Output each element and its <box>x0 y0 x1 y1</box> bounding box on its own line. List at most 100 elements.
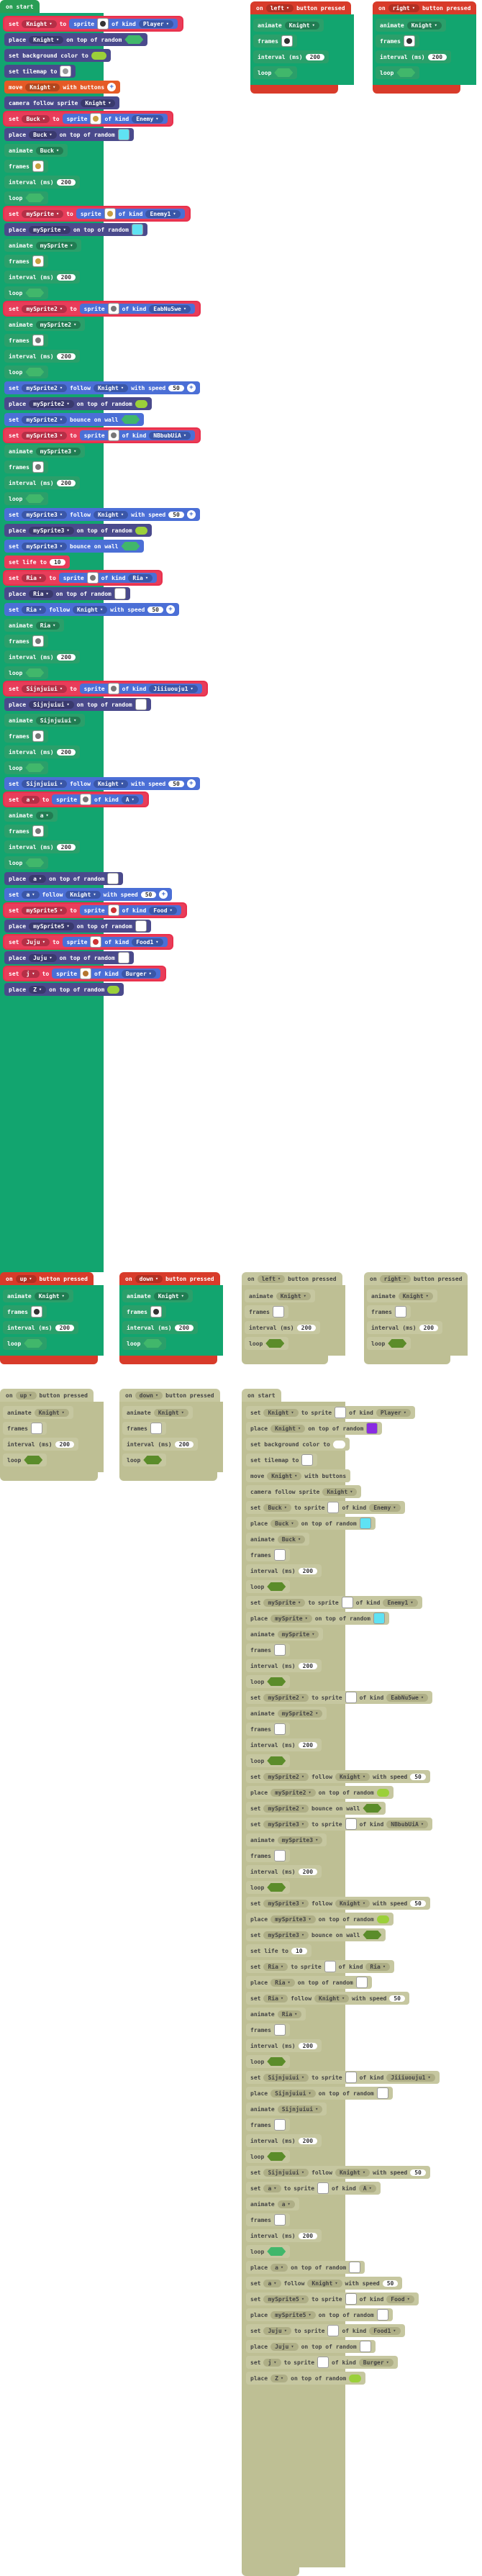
frames-icon[interactable] <box>30 1423 42 1434</box>
loop-toggle[interactable] <box>25 289 45 297</box>
interval-row[interactable]: interval (ms)200 <box>246 2039 322 2052</box>
loop-row[interactable]: loop <box>4 666 49 679</box>
frames-icon[interactable] <box>32 335 44 346</box>
loop-row[interactable]: loop <box>246 2150 291 2163</box>
interval-row[interactable]: interval (ms)200 <box>253 50 329 63</box>
mysprite-icon[interactable] <box>104 208 116 219</box>
loop-row[interactable]: loop <box>245 1337 289 1350</box>
frames-icon[interactable] <box>403 35 415 47</box>
burger-sprite-icon[interactable] <box>80 968 92 979</box>
interval-row[interactable]: interval (ms)200 <box>246 1564 322 1577</box>
loop-toggle[interactable] <box>25 763 45 772</box>
frames-icon[interactable] <box>281 35 293 47</box>
set-bg-color-block[interactable]: set background color to <box>4 49 112 62</box>
frames-row[interactable]: frames <box>3 1305 47 1318</box>
interval-row[interactable]: interval (ms)200 <box>4 840 81 853</box>
bounce-toggle[interactable] <box>121 415 140 424</box>
frames-icon[interactable] <box>150 1423 162 1434</box>
loop-row[interactable]: loop <box>4 856 49 869</box>
frames-icon[interactable] <box>32 635 44 647</box>
burger-sprite-icon[interactable] <box>317 2357 329 2368</box>
loop-toggle[interactable] <box>274 68 294 77</box>
sijn-sprite-icon[interactable] <box>345 2072 357 2083</box>
frames-row[interactable]: frames <box>253 35 297 47</box>
frames-row[interactable]: frames <box>4 160 48 173</box>
frames-icon[interactable] <box>273 1723 286 1735</box>
frames-icon[interactable] <box>273 1549 286 1561</box>
a-sprite-icon[interactable] <box>80 794 92 805</box>
frames-icon[interactable] <box>30 1306 42 1318</box>
frames-icon[interactable] <box>32 160 44 172</box>
knight-sprite-icon[interactable] <box>97 18 109 30</box>
tile-icon[interactable] <box>349 2262 361 2273</box>
tile-green-icon[interactable] <box>107 985 120 994</box>
mysprite-icon[interactable] <box>341 1597 353 1608</box>
frames-icon[interactable] <box>32 825 44 837</box>
sijn-sprite-icon[interactable] <box>107 683 119 694</box>
frames-row[interactable]: frames <box>246 1723 290 1736</box>
loop-row[interactable]: loop <box>3 1337 47 1350</box>
tile-icon[interactable] <box>135 920 147 932</box>
interval-row[interactable]: interval (ms)200 <box>4 745 81 758</box>
interval-row[interactable]: interval (ms)200 <box>3 1321 79 1334</box>
set-bg-color-block[interactable]: set background color to <box>246 1438 350 1451</box>
loop-toggle[interactable] <box>267 1582 286 1591</box>
frames-row[interactable]: frames <box>246 2213 290 2226</box>
frames-row[interactable]: frames <box>122 1422 166 1435</box>
interval-row[interactable]: interval (ms)200 <box>4 350 81 363</box>
loop-row[interactable]: loop <box>246 1881 291 1894</box>
loop-row[interactable]: loop <box>4 761 49 774</box>
loop-row[interactable]: loop <box>4 286 49 299</box>
frames-row[interactable]: frames <box>3 1422 47 1435</box>
tile-icon[interactable] <box>107 873 119 884</box>
loop-toggle[interactable] <box>267 1677 286 1686</box>
color-swatch[interactable] <box>332 1440 345 1448</box>
loop-toggle[interactable] <box>143 1456 163 1464</box>
interval-row[interactable]: interval (ms)200 <box>4 650 81 663</box>
frames-row[interactable]: frames <box>4 255 48 268</box>
interval-row[interactable]: interval (ms)200 <box>4 476 81 489</box>
tile-cyan-icon[interactable] <box>117 129 129 140</box>
interval-row[interactable]: interval (ms)200 <box>376 50 452 63</box>
loop-toggle[interactable] <box>267 2152 286 2161</box>
frames-icon[interactable] <box>32 461 44 473</box>
loop-toggle[interactable] <box>25 668 45 677</box>
loop-row[interactable]: loop <box>4 492 49 505</box>
mysprite3-icon[interactable] <box>345 1818 357 1830</box>
frames-icon[interactable] <box>272 1306 284 1318</box>
interval-row[interactable]: interval (ms)200 <box>246 1659 322 1672</box>
